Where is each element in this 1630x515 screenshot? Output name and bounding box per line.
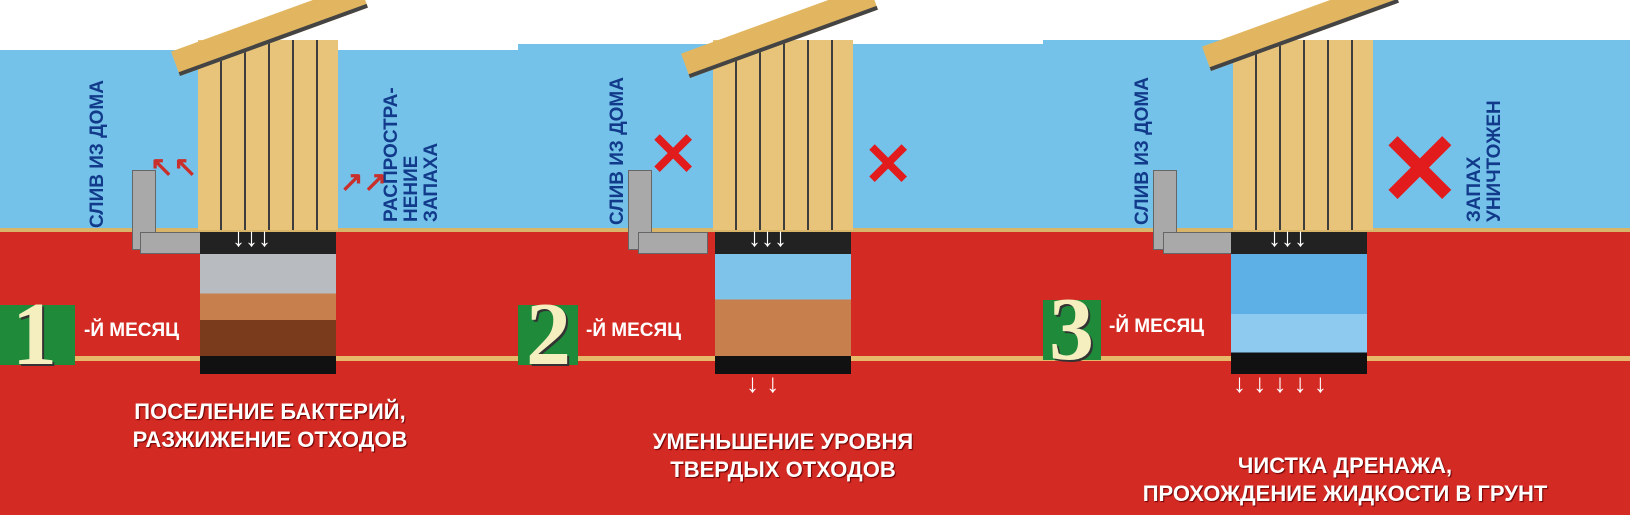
outhouse [713, 40, 853, 230]
stage-panel-1: ↓↓↓ ↖↖ ↗↗ СЛИВ ИЗ ДОМА РАСПРОСТРА- НЕНИЕ… [0, 0, 518, 515]
arrows-down-icon: ↓↓↓ [748, 222, 787, 252]
cross-icon: ✕ [863, 131, 914, 198]
drain-pipe-horizontal [1163, 232, 1233, 254]
caption-line: РАЗЖИЖЕНИЕ ОТХОДОВ [132, 426, 408, 452]
month-label: -Й МЕСЯЦ [1109, 316, 1205, 337]
drain-arrows-icon: ↓ ↓ [746, 368, 780, 398]
month-number: 1 [12, 285, 57, 384]
drain-arrows-icon: ↓ ↓ ↓ ↓ ↓ [1233, 368, 1327, 398]
arrows-down-icon: ↓↓↓ [1268, 222, 1307, 252]
outhouse [198, 40, 338, 230]
septic-pit [1231, 232, 1367, 374]
drain-label: СЛИВ ИЗ ДОМА [87, 80, 108, 228]
septic-pit [200, 232, 336, 374]
stage-panel-3: ↓↓↓ ↓ ↓ ↓ ↓ ↓ ✕ СЛИВ ИЗ ДОМА ЗАПАХ УНИЧТ… [1043, 0, 1630, 515]
septic-pit [715, 232, 851, 374]
caption-line: ПРОХОЖДЕНИЕ ЖИДКОСТИ В ГРУНТ [1142, 480, 1548, 506]
cross-icon: ✕ [1378, 114, 1462, 226]
odor-label: ЗАПАХ УНИЧТОЖЕН [1464, 100, 1505, 222]
caption-line: ЧИСТКА ДРЕНАЖА, [1237, 453, 1453, 478]
stage-panel-2: ↓↓↓ ↓ ↓ ✕ ✕ СЛИВ ИЗ ДОМА 2 -Й МЕСЯЦ УМЕН… [518, 0, 1043, 515]
month-badge [1043, 300, 1101, 360]
stage-caption: УМЕНЬШЕНИЕ УРОВНЯ ТВЕРДЫХ ОТХОДОВ [573, 428, 993, 483]
stage-caption: ЧИСТКА ДРЕНАЖА, ПРОХОЖДЕНИЕ ЖИДКОСТИ В Г… [1135, 452, 1555, 507]
month-label: -Й МЕСЯЦ [84, 320, 180, 341]
drain-pipe-horizontal [638, 232, 708, 254]
month-badge [0, 305, 75, 365]
stage-caption: ПОСЕЛЕНИЕ БАКТЕРИЙ, РАЗЖИЖЕНИЕ ОТХОДОВ [60, 398, 480, 453]
odor-label-line: УНИЧТОЖЕН [1483, 100, 1505, 222]
month-label: -Й МЕСЯЦ [586, 320, 682, 341]
outhouse [1233, 40, 1373, 230]
arrows-down-icon: ↓↓↓ [232, 222, 271, 252]
caption-line: ТВЕРДЫХ ОТХОДОВ [670, 456, 896, 482]
month-number: 3 [1049, 280, 1094, 379]
odor-label-line: РАСПРОСТРА- [381, 87, 402, 222]
drain-label: СЛИВ ИЗ ДОМА [1132, 77, 1153, 225]
caption-line: ПОСЕЛЕНИЕ БАКТЕРИЙ, [134, 399, 406, 424]
caption-line: УМЕНЬШЕНИЕ УРОВНЯ [652, 429, 914, 454]
month-number: 2 [526, 285, 571, 384]
odor-arrows-icon: ↗↗ [340, 166, 387, 197]
odor-label: РАСПРОСТРА- НЕНИЕ ЗАПАХА [381, 87, 442, 222]
odor-label-line: ЗАПАХА [420, 142, 442, 222]
odor-label-line: ЗАПАХ [1464, 156, 1485, 222]
cross-icon: ✕ [648, 121, 699, 188]
drain-label: СЛИВ ИЗ ДОМА [607, 77, 628, 225]
odor-arrows-icon: ↖↖ [150, 151, 197, 182]
month-badge [518, 305, 578, 365]
odor-label-line: НЕНИЕ [400, 155, 422, 222]
